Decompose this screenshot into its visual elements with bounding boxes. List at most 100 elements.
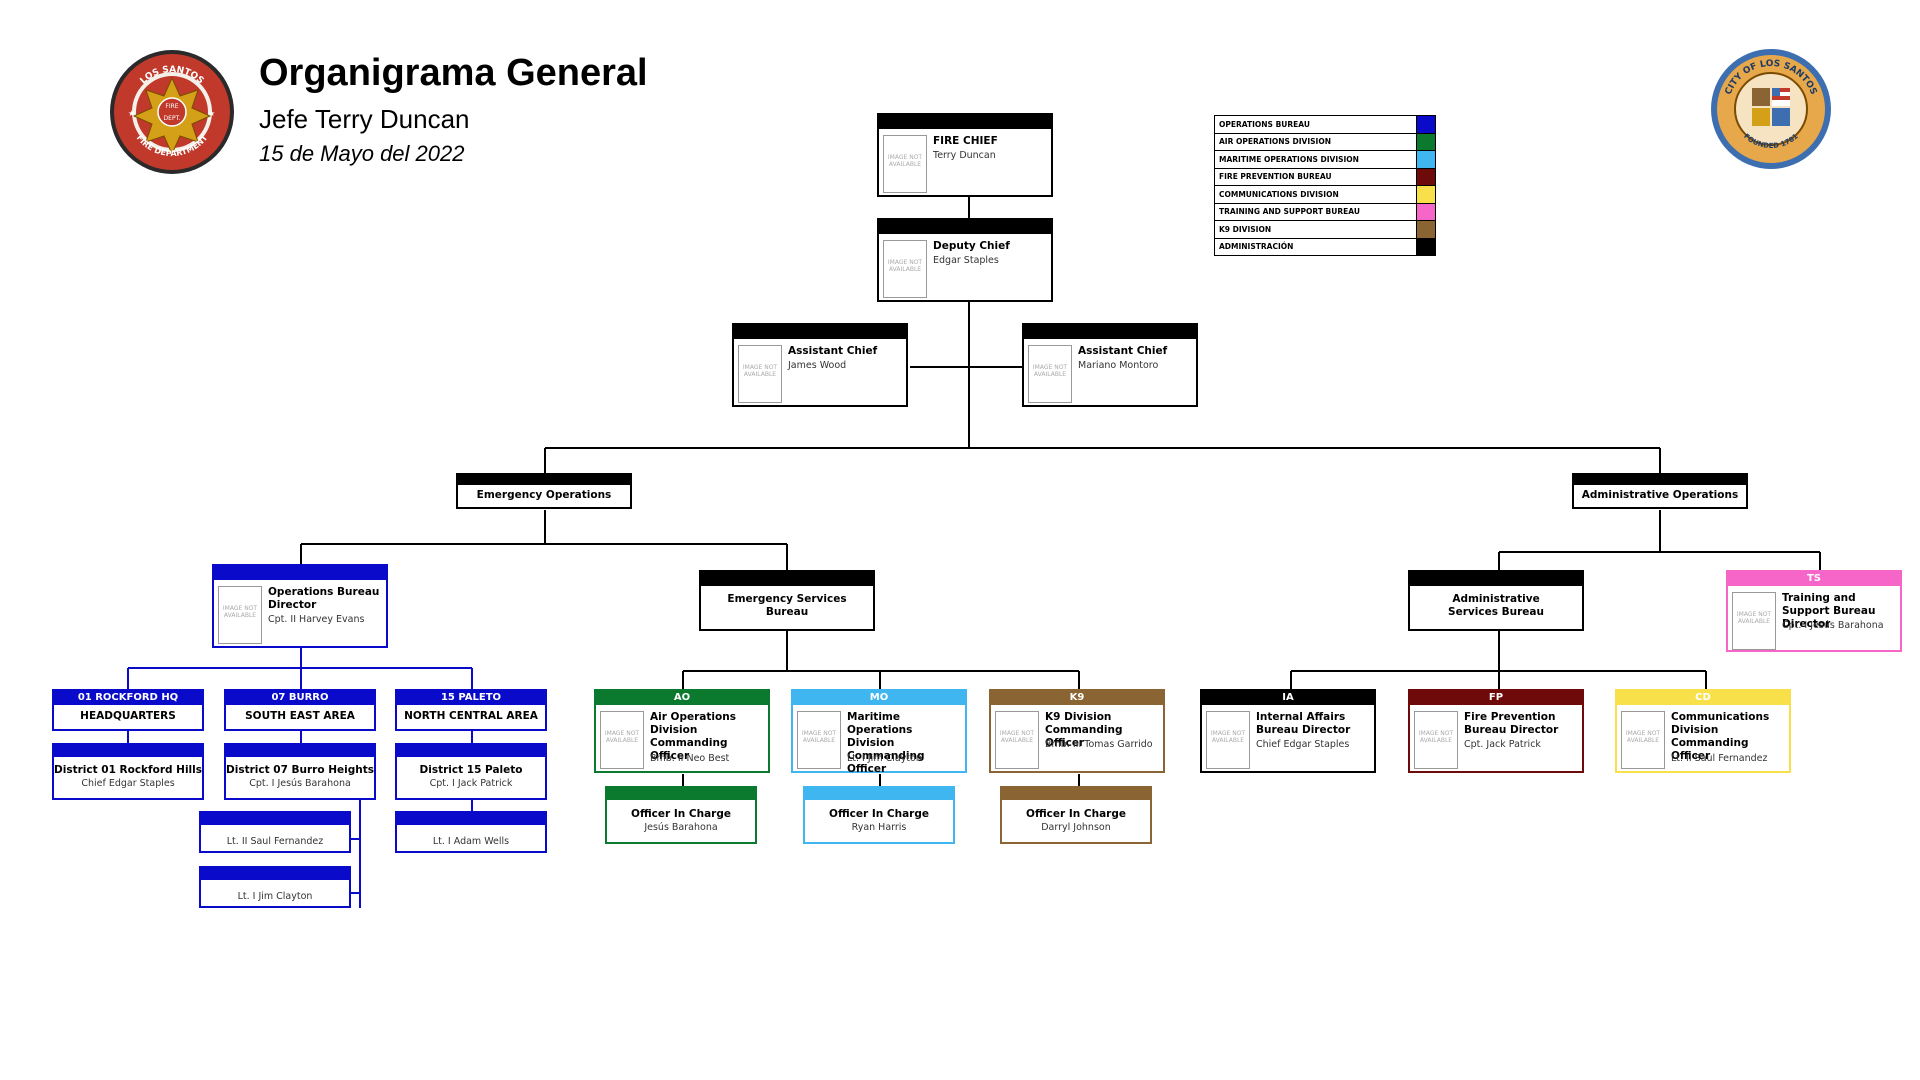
legend-label: K9 DIVISION <box>1219 224 1272 234</box>
division-code: MO <box>793 691 965 705</box>
district-command-box[interactable]: District 15 Paleto Cpt. I Jack Patrick <box>395 743 547 800</box>
person-name: Lt. I Jim Clayton <box>847 753 922 764</box>
lieutenant-box[interactable]: Lt. II Saul Fernandez <box>199 811 351 853</box>
district-code: 01 ROCKFORD HQ <box>54 691 202 705</box>
fire-chief-card[interactable]: IMAGE NOT AVAILABLE FIRE CHIEF Terry Dun… <box>877 113 1053 197</box>
photo-placeholder: IMAGE NOT AVAILABLE <box>1206 711 1250 769</box>
role-title: Assistant Chief <box>1078 345 1168 357</box>
operations-bureau-director-card[interactable]: IMAGE NOT AVAILABLE Operations Bureau Di… <box>212 564 388 648</box>
legend-swatch <box>1416 238 1435 255</box>
district-officer: Cpt. I Jesús Barahona <box>249 778 351 789</box>
division-code: FP <box>1410 691 1582 705</box>
oic-title: Officer In Charge <box>631 808 731 820</box>
box-header <box>201 813 349 825</box>
legend-label: OPERATIONS BUREAU <box>1219 119 1310 129</box>
officer-in-charge-box[interactable]: Officer In Charge Darryl Johnson <box>1000 786 1152 844</box>
photo-placeholder: IMAGE NOT AVAILABLE <box>1414 711 1458 769</box>
oic-title: Officer In Charge <box>829 808 929 820</box>
oic-name: Ryan Harris <box>851 822 907 833</box>
role-title: Training and Support Bureau Director <box>1782 592 1876 630</box>
card-header <box>214 566 386 580</box>
district-command-box[interactable]: District 07 Burro Heights Cpt. I Jesús B… <box>224 743 376 800</box>
district-area-box[interactable]: 07 BURRO SOUTH EAST AREA <box>224 689 376 731</box>
branch-title: Administrative Operations <box>1581 489 1739 501</box>
legend-row: OPERATIONS BUREAU <box>1215 116 1435 134</box>
svg-text:DEPT.: DEPT. <box>164 115 181 122</box>
legend-label: AIR OPERATIONS DIVISION <box>1219 137 1332 147</box>
district-code: 15 PALETO <box>397 691 545 705</box>
legend-label: FIRE PREVENTION BUREAU <box>1219 172 1332 182</box>
svg-text:★: ★ <box>208 109 215 118</box>
page-date: 15 de Mayo del 2022 <box>259 141 465 166</box>
photo-placeholder: IMAGE NOT AVAILABLE <box>218 586 262 644</box>
oic-name: Jesús Barahona <box>644 822 718 833</box>
emergency-operations-box[interactable]: Emergency Operations <box>456 473 632 509</box>
air-operations-card[interactable]: AO IMAGE NOT AVAILABLE Air Operations Di… <box>594 689 770 773</box>
photo-placeholder: IMAGE NOT AVAILABLE <box>883 240 927 298</box>
legend-swatch <box>1416 116 1435 133</box>
person-name: Lt. II Saul Fernandez <box>1671 753 1768 764</box>
legend-swatch <box>1416 133 1435 150</box>
box-header <box>607 788 755 800</box>
division-code: K9 <box>991 691 1163 705</box>
oic-name: Darryl Johnson <box>1041 822 1111 833</box>
bureau-title: Emergency Services Bureau <box>727 593 847 618</box>
district-area-box[interactable]: 01 ROCKFORD HQ HEADQUARTERS <box>52 689 204 731</box>
emergency-services-bureau-box[interactable]: Emergency Services Bureau <box>699 570 875 631</box>
lieutenant-name: Lt. I Adam Wells <box>432 836 510 847</box>
district-area: NORTH CENTRAL AREA <box>404 710 538 722</box>
maritime-operations-card[interactable]: MO IMAGE NOT AVAILABLE Maritime Operatio… <box>791 689 967 775</box>
district-area-box[interactable]: 15 PALETO NORTH CENTRAL AREA <box>395 689 547 731</box>
lieutenant-box[interactable]: Lt. I Jim Clayton <box>199 866 351 908</box>
role-title: Operations Bureau Director <box>268 586 380 611</box>
fire-prevention-card[interactable]: FP IMAGE NOT AVAILABLE Fire Prevention B… <box>1408 689 1584 773</box>
box-header <box>805 788 953 800</box>
role-title: FIRE CHIEF <box>933 135 998 147</box>
internal-affairs-card[interactable]: IA IMAGE NOT AVAILABLE Internal Affairs … <box>1200 689 1376 773</box>
legend-label: ADMINISTRACIÓN <box>1219 242 1294 252</box>
assistant-chief-right-card[interactable]: IMAGE NOT AVAILABLE Assistant Chief Mari… <box>1022 323 1198 407</box>
officer-in-charge-box[interactable]: Officer In Charge Jesús Barahona <box>605 786 757 844</box>
box-header <box>201 868 349 880</box>
assistant-chief-left-card[interactable]: IMAGE NOT AVAILABLE Assistant Chief Jame… <box>732 323 908 407</box>
person-name: Cpt. Jack Patrick <box>1464 739 1541 750</box>
legend-row: AIR OPERATIONS DIVISION <box>1215 133 1435 151</box>
administrative-services-bureau-box[interactable]: Administrative Services Bureau <box>1408 570 1584 631</box>
photo-placeholder: IMAGE NOT AVAILABLE <box>995 711 1039 769</box>
district-officer: Chief Edgar Staples <box>81 778 175 789</box>
legend-label: COMMUNICATIONS DIVISION <box>1219 189 1339 199</box>
administrative-operations-box[interactable]: Administrative Operations <box>1572 473 1748 509</box>
lieutenant-name: Lt. I Jim Clayton <box>237 891 313 902</box>
photo-placeholder: IMAGE NOT AVAILABLE <box>1621 711 1665 769</box>
box-header <box>397 813 545 825</box>
photo-placeholder: IMAGE NOT AVAILABLE <box>797 711 841 769</box>
photo-placeholder: IMAGE NOT AVAILABLE <box>883 135 927 193</box>
role-title: Communications Division Commanding Offic… <box>1671 711 1770 762</box>
officer-in-charge-box[interactable]: Officer In Charge Ryan Harris <box>803 786 955 844</box>
bureau-title: Administrative Services Bureau <box>1448 593 1544 618</box>
role-title: K9 Division Commanding Officer <box>1045 711 1123 749</box>
legend-row: ADMINISTRACIÓN <box>1215 238 1435 255</box>
box-header <box>397 745 545 757</box>
fire-department-logo: LOS SANTOS FIRE DEPT. FIRE DEPARTMENT ★ … <box>110 50 234 174</box>
division-code: IA <box>1202 691 1374 705</box>
district-name: District 15 Paleto <box>419 764 523 776</box>
color-legend: OPERATIONS BUREAU AIR OPERATIONS DIVISIO… <box>1214 115 1436 256</box>
person-name: Terry Duncan <box>933 150 996 161</box>
training-support-card[interactable]: TS IMAGE NOT AVAILABLE Training and Supp… <box>1726 570 1902 652</box>
role-title: Deputy Chief <box>933 240 1010 252</box>
deputy-chief-card[interactable]: IMAGE NOT AVAILABLE Deputy Chief Edgar S… <box>877 218 1053 302</box>
division-code: TS <box>1728 572 1900 586</box>
lieutenant-box[interactable]: Lt. I Adam Wells <box>395 811 547 853</box>
role-title: Fire Prevention Bureau Director <box>1464 711 1559 736</box>
person-name: Bmb. II Neo Best <box>650 753 730 764</box>
box-header <box>1002 788 1150 800</box>
box-header <box>1574 475 1746 485</box>
communications-division-card[interactable]: CD IMAGE NOT AVAILABLE Communications Di… <box>1615 689 1791 773</box>
svg-text:★: ★ <box>128 109 135 118</box>
k9-division-card[interactable]: K9 IMAGE NOT AVAILABLE K9 Division Comma… <box>989 689 1165 773</box>
district-command-box[interactable]: District 01 Rockford Hills Chief Edgar S… <box>52 743 204 800</box>
district-officer: Cpt. I Jack Patrick <box>429 778 513 789</box>
photo-placeholder: IMAGE NOT AVAILABLE <box>600 711 644 769</box>
photo-placeholder: IMAGE NOT AVAILABLE <box>1028 345 1072 403</box>
